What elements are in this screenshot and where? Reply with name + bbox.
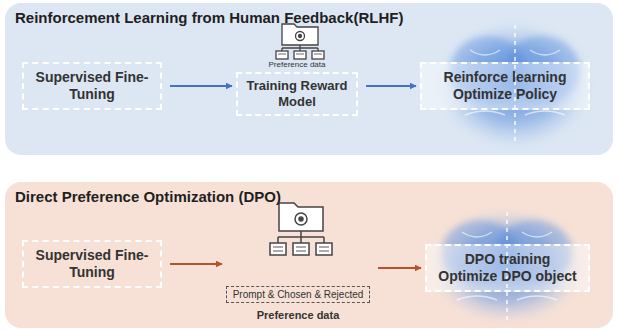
flow-arrow [378, 267, 421, 269]
box-label: Supervised Fine-Tuning [32, 69, 152, 103]
inner-box: Training Reward Model [236, 72, 358, 116]
box-label: Training Reward Model [242, 78, 352, 110]
data-caption: Preference data [226, 308, 370, 322]
data-caption: Preference data [236, 60, 358, 70]
brain-image [437, 21, 593, 149]
reward-model-group: Preference dataTraining Reward Model [236, 20, 358, 116]
process-box: Supervised Fine-Tuning [22, 62, 162, 110]
flow-arrow [366, 85, 416, 87]
data-icon [270, 203, 332, 255]
flow-arrow [170, 263, 222, 265]
panel-title: Reinforcement Learning from Human Feedba… [5, 3, 613, 26]
preference-data-group: Prompt & Chosen & RejectedPreference dat… [226, 200, 370, 322]
process-box: Supervised Fine-Tuning [22, 240, 162, 288]
box-label: Supervised Fine-Tuning [32, 247, 152, 281]
box-label: DPO training Optimize DPO object [435, 251, 580, 285]
brain-image [429, 208, 585, 324]
panel-title: Direct Preference Optimization (DPO) [5, 182, 613, 205]
dpo-training-box: DPO training Optimize DPO object [425, 244, 590, 292]
policy-box: Reinforce learning Optimize Policy [420, 62, 590, 110]
inner-box: Prompt & Chosen & Rejected [226, 286, 370, 303]
box-label: Prompt & Chosen & Rejected [230, 288, 366, 301]
data-icon [276, 24, 324, 59]
box-label: Reinforce learning Optimize Policy [430, 69, 580, 103]
flow-arrow [170, 85, 232, 87]
